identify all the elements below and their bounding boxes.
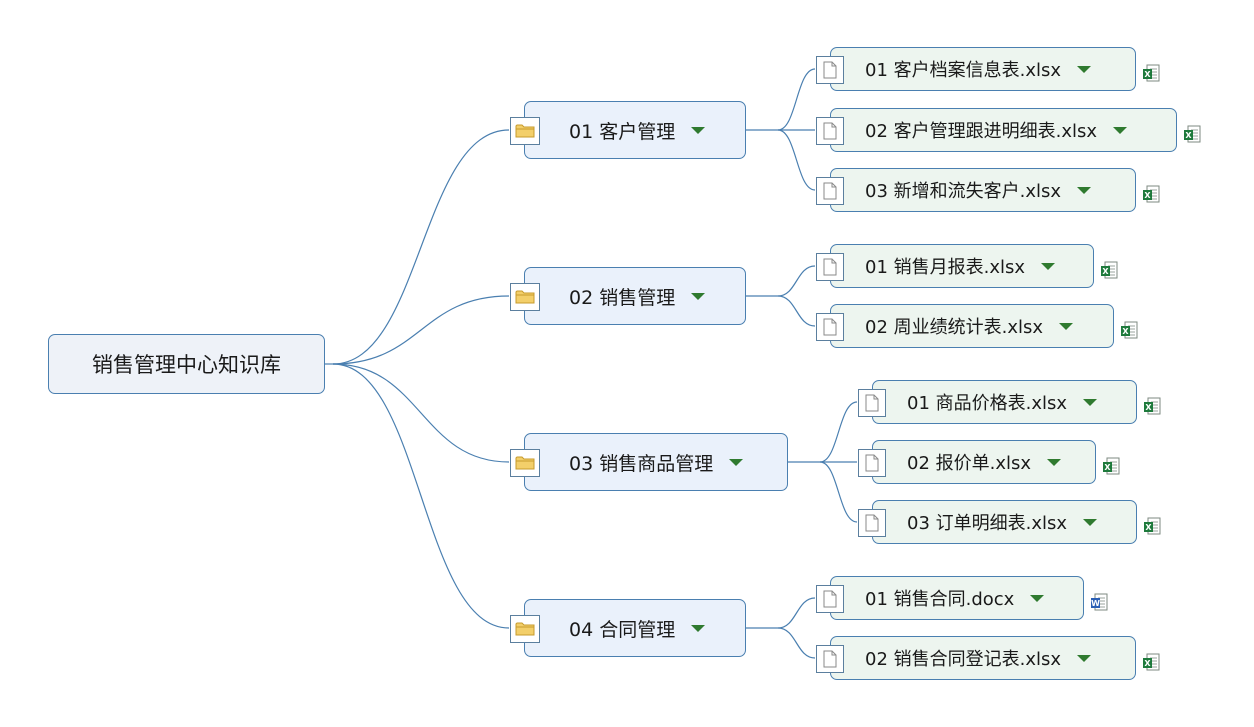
dropdown-arrow-icon[interactable]	[1030, 594, 1045, 602]
dropdown-arrow-icon[interactable]	[1113, 126, 1128, 134]
file-node[interactable]: 01 客户档案信息表.xlsx	[816, 47, 1136, 91]
file-node[interactable]: 01 商品价格表.xlsx	[858, 380, 1137, 424]
svg-text:X: X	[1144, 70, 1151, 79]
document-icon	[816, 56, 844, 84]
svg-text:X: X	[1144, 191, 1151, 200]
svg-text:X: X	[1102, 267, 1109, 276]
file-label: 01 销售月报表.xlsx	[865, 257, 1026, 278]
file-node[interactable]: 02 报价单.xlsx	[858, 440, 1096, 484]
file-node[interactable]: 03 订单明细表.xlsx	[858, 500, 1137, 544]
file-node[interactable]: 02 周业绩统计表.xlsx	[816, 304, 1114, 348]
file-node[interactable]: 02 销售合同登记表.xlsx	[816, 636, 1136, 680]
file-label: 02 报价单.xlsx	[907, 453, 1032, 474]
document-icon	[816, 177, 844, 205]
dropdown-arrow-icon[interactable]	[1077, 186, 1092, 194]
dropdown-arrow-icon[interactable]	[691, 624, 706, 632]
excel-file-icon[interactable]: X	[1142, 184, 1160, 204]
word-file-icon[interactable]: W	[1090, 592, 1108, 612]
dropdown-arrow-icon[interactable]	[1059, 322, 1074, 330]
dropdown-arrow-icon[interactable]	[1083, 398, 1098, 406]
svg-text:X: X	[1145, 523, 1152, 532]
group-label: 03 销售商品管理	[569, 452, 714, 475]
file-label: 03 订单明细表.xlsx	[907, 513, 1068, 534]
dropdown-arrow-icon[interactable]	[1041, 262, 1056, 270]
file-label: 02 客户管理跟进明细表.xlsx	[865, 121, 1098, 142]
group-node-sales[interactable]: 02 销售管理	[510, 267, 746, 325]
file-node[interactable]: 03 新增和流失客户.xlsx	[816, 168, 1136, 212]
dropdown-arrow-icon[interactable]	[729, 458, 744, 466]
excel-file-icon[interactable]: X	[1143, 396, 1161, 416]
svg-text:X: X	[1104, 463, 1111, 472]
file-label: 01 商品价格表.xlsx	[907, 393, 1068, 414]
folder-icon	[510, 117, 540, 145]
file-label: 02 销售合同登记表.xlsx	[865, 649, 1062, 670]
group-label: 02 销售管理	[569, 286, 676, 309]
document-icon	[816, 313, 844, 341]
group-node-customer[interactable]: 01 客户管理	[510, 101, 746, 159]
folder-icon	[510, 449, 540, 477]
document-icon	[858, 389, 886, 417]
excel-file-icon[interactable]: X	[1142, 63, 1160, 83]
file-label: 01 客户档案信息表.xlsx	[865, 60, 1062, 81]
document-icon	[858, 509, 886, 537]
dropdown-arrow-icon[interactable]	[691, 292, 706, 300]
svg-text:W: W	[1091, 599, 1100, 608]
excel-file-icon[interactable]: X	[1142, 652, 1160, 672]
file-label: 03 新增和流失客户.xlsx	[865, 181, 1062, 202]
file-label: 01 销售合同.docx	[865, 589, 1015, 610]
file-label: 02 周业绩统计表.xlsx	[865, 317, 1044, 338]
svg-text:X: X	[1185, 131, 1192, 140]
dropdown-arrow-icon[interactable]	[1077, 654, 1092, 662]
dropdown-arrow-icon[interactable]	[1083, 518, 1098, 526]
document-icon	[816, 253, 844, 281]
group-label: 04 合同管理	[569, 618, 676, 641]
root-label: 销售管理中心知识库	[92, 353, 281, 377]
excel-file-icon[interactable]: X	[1120, 320, 1138, 340]
file-node[interactable]: 01 销售合同.docx	[816, 576, 1084, 620]
document-icon	[816, 117, 844, 145]
folder-icon	[510, 283, 540, 311]
document-icon	[816, 585, 844, 613]
dropdown-arrow-icon[interactable]	[691, 126, 706, 134]
excel-file-icon[interactable]: X	[1100, 260, 1118, 280]
group-node-products[interactable]: 03 销售商品管理	[510, 433, 788, 491]
root-node[interactable]: 销售管理中心知识库	[48, 334, 325, 394]
dropdown-arrow-icon[interactable]	[1077, 65, 1092, 73]
dropdown-arrow-icon[interactable]	[1047, 458, 1062, 466]
excel-file-icon[interactable]: X	[1183, 124, 1201, 144]
excel-file-icon[interactable]: X	[1143, 516, 1161, 536]
file-node[interactable]: 02 客户管理跟进明细表.xlsx	[816, 108, 1177, 152]
svg-text:X: X	[1145, 403, 1152, 412]
document-icon	[816, 645, 844, 673]
document-icon	[858, 449, 886, 477]
group-label: 01 客户管理	[569, 120, 676, 143]
folder-icon	[510, 615, 540, 643]
file-node[interactable]: 01 销售月报表.xlsx	[816, 244, 1094, 288]
group-node-contracts[interactable]: 04 合同管理	[510, 599, 746, 657]
excel-file-icon[interactable]: X	[1102, 456, 1120, 476]
svg-text:X: X	[1144, 659, 1151, 668]
svg-text:X: X	[1122, 327, 1129, 336]
